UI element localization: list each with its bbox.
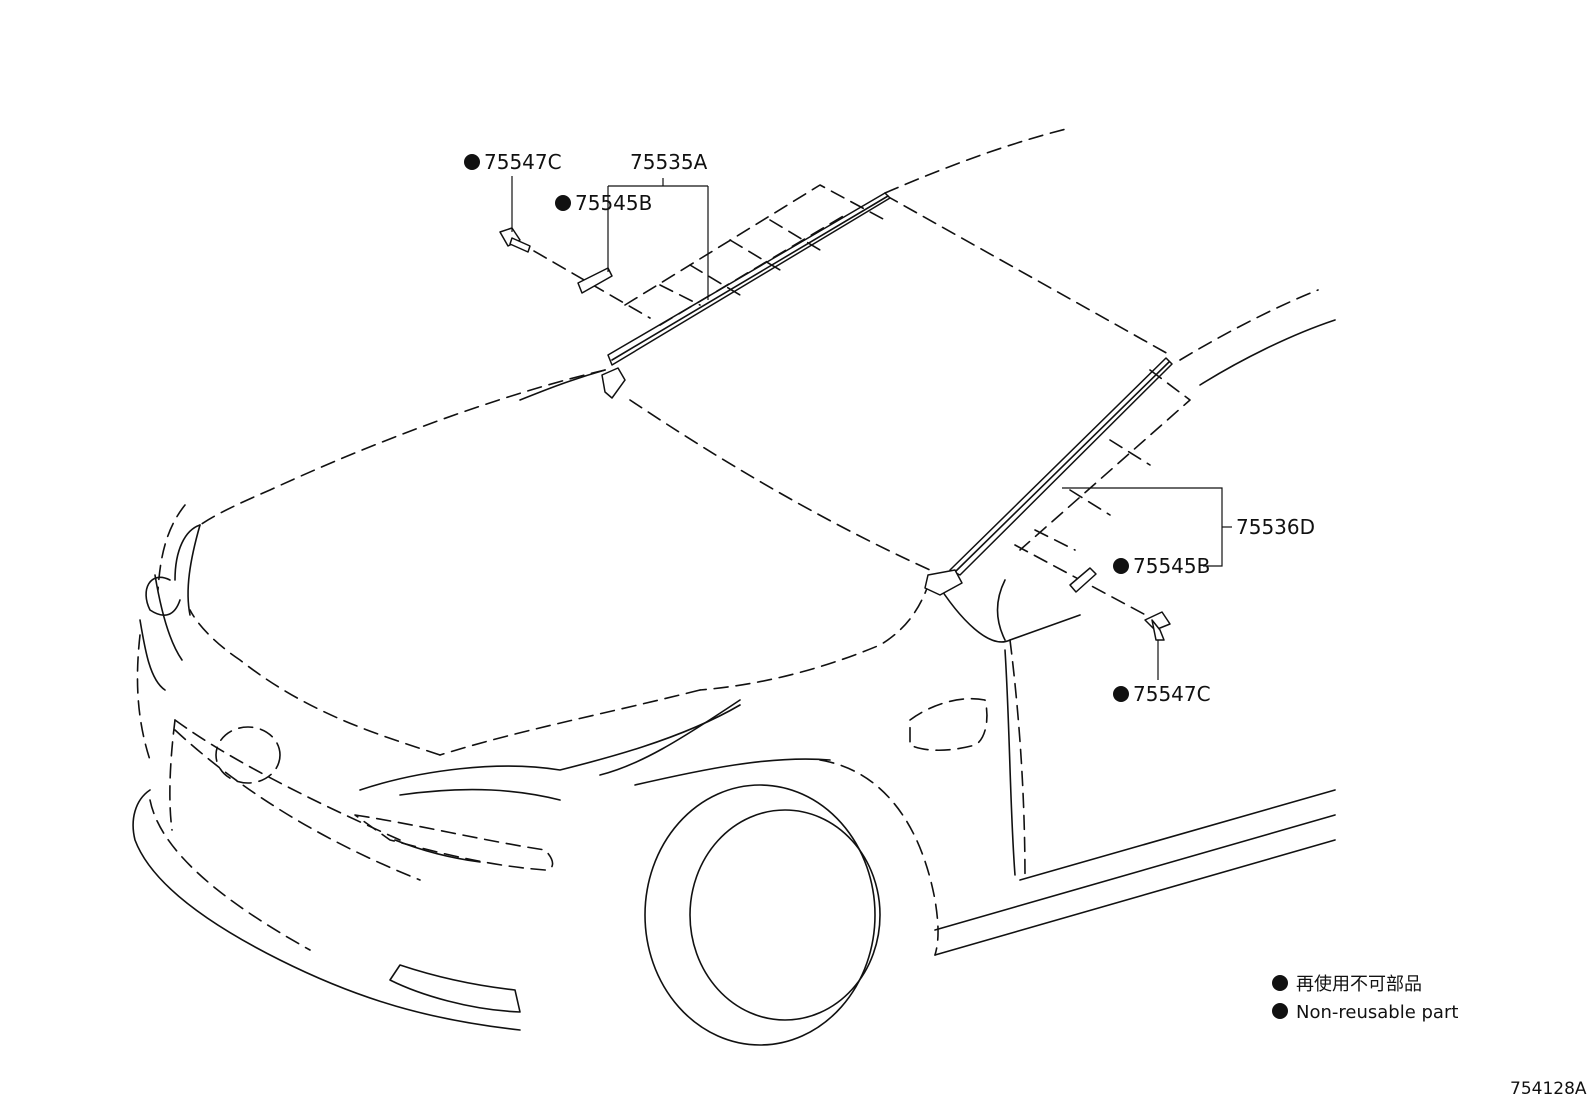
callout-label: 75536D	[1236, 515, 1315, 539]
callout-label: 75545B	[1133, 554, 1210, 578]
callout-label: 75547C	[484, 150, 562, 174]
upper-assembly-guides	[514, 184, 886, 326]
upper-molding-part	[601, 192, 891, 399]
non-reusable-marker	[464, 154, 480, 170]
callout-upper-molding: 75535A	[607, 150, 709, 300]
callout-lower-spacer: 75545B	[1113, 554, 1210, 578]
callout-label: 75545B	[575, 191, 652, 215]
upper-spacer-part	[577, 267, 613, 294]
legend-bullet-icon	[1272, 1003, 1288, 1019]
non-reusable-marker	[555, 195, 571, 211]
figure-code: 754128A	[1510, 1079, 1587, 1099]
callout-lower-molding: 75536D	[1062, 487, 1315, 567]
callout-label: 75547C	[1133, 682, 1211, 706]
non-reusable-marker	[1113, 558, 1129, 574]
legend-english: Non-reusable part	[1296, 1002, 1458, 1023]
upper-clip-part	[499, 227, 531, 253]
lower-molding-part	[924, 357, 1173, 596]
car-body-outline	[132, 127, 1336, 1046]
callout-lower-clip: 75547C	[1113, 640, 1211, 706]
non-reusable-marker	[1113, 686, 1129, 702]
legend-bullet-icon	[1272, 975, 1288, 991]
callout-label: 75535A	[630, 150, 708, 174]
lower-clip-part	[1144, 611, 1171, 641]
legend: 再使用不可部品 Non-reusable part	[1272, 974, 1458, 1023]
callout-upper-spacer: 75545B	[555, 191, 652, 215]
lower-spacer-part	[1069, 567, 1097, 593]
callout-upper-clip: 75547C	[464, 150, 562, 232]
legend-japanese: 再使用不可部品	[1296, 974, 1422, 995]
